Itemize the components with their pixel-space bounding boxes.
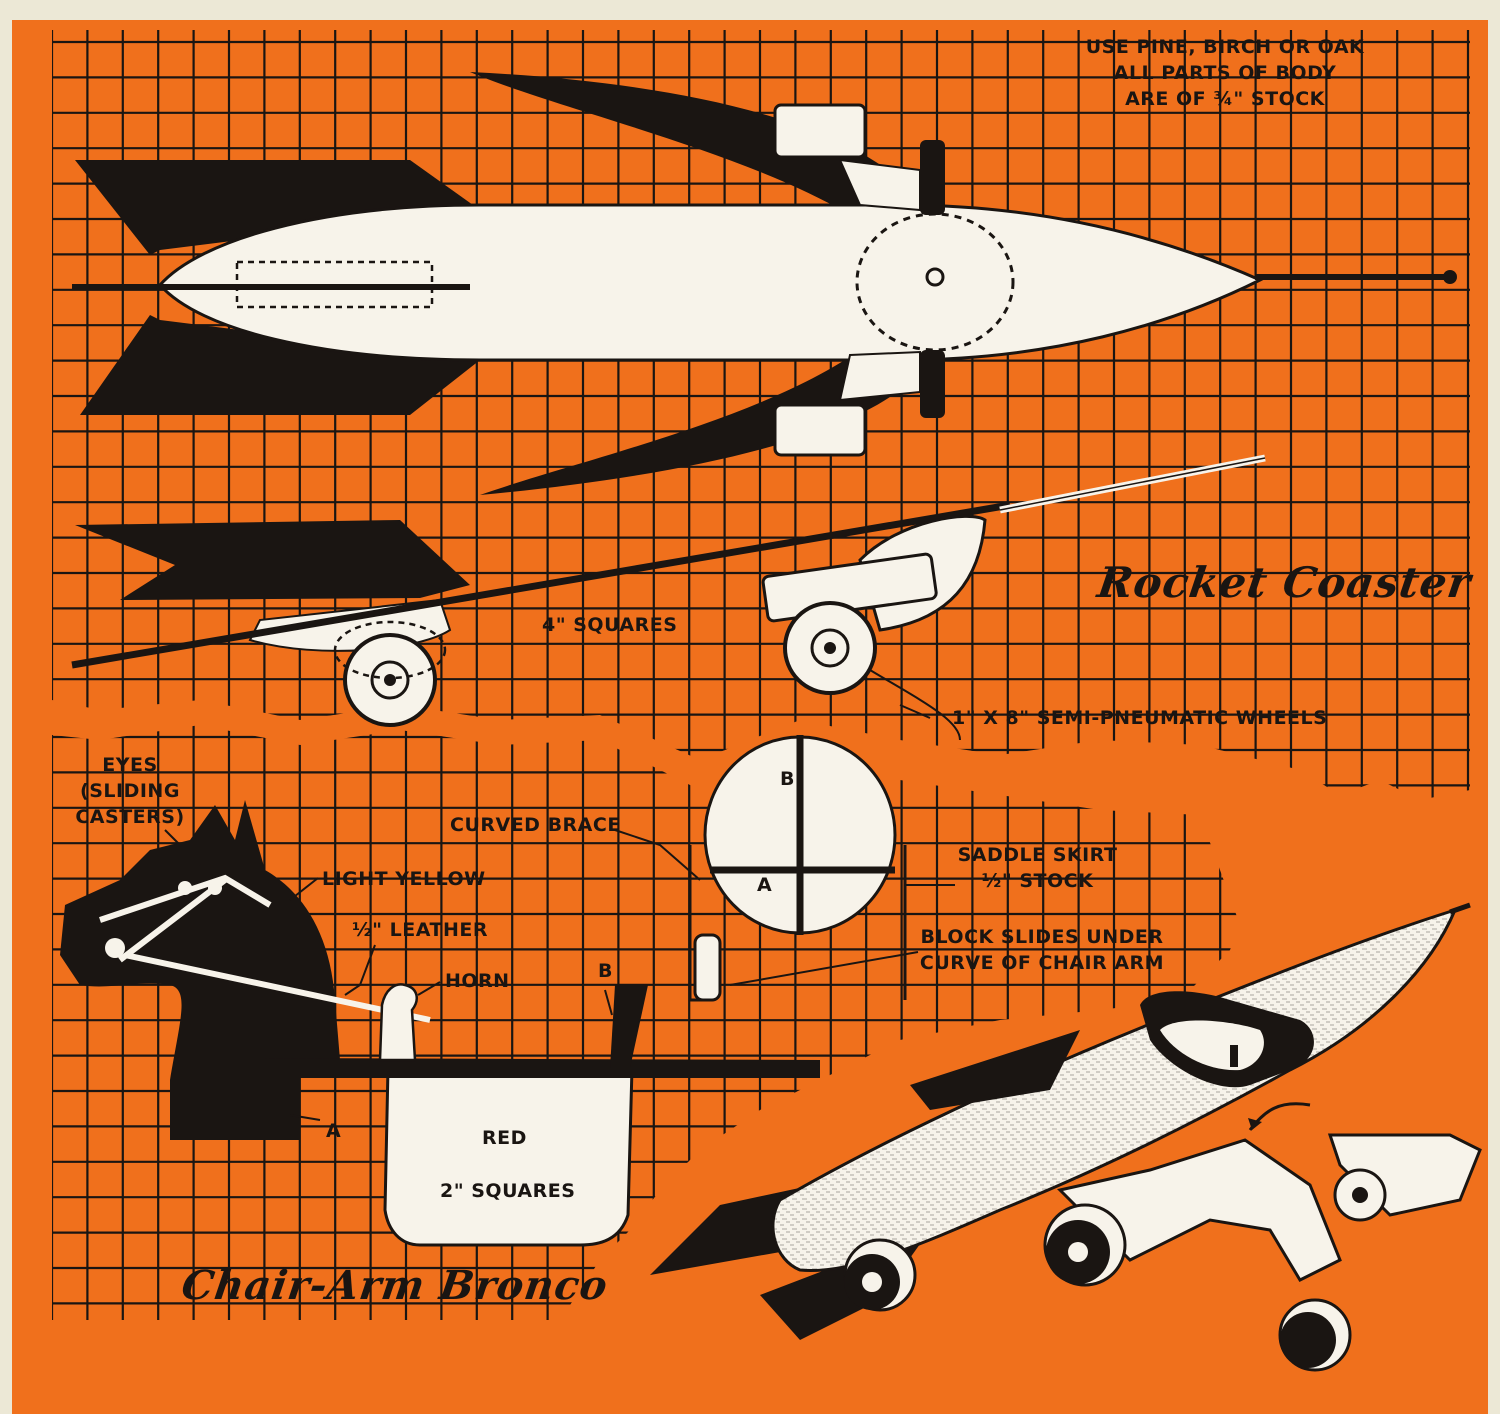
rocket-tail-fin-lower <box>80 315 480 415</box>
rocket-upper-fin <box>470 72 940 215</box>
rocket-body <box>157 203 1264 362</box>
wood-note-line: USE PINE, BIRCH OR OAK <box>1085 36 1365 58</box>
block-slides-label: BLOCK SLIDES UNDER CURVE OF CHAIR ARM <box>912 924 1172 976</box>
wheels-label: 1" X 8" SEMI-PNEUMATIC WHEELS <box>952 707 1328 729</box>
saddle-seat <box>383 1066 634 1247</box>
saddle-skirt-label: SADDLE SKIRT ½" STOCK <box>950 842 1125 894</box>
bronco-side-view <box>60 800 820 1247</box>
block-slides-line: CURVE OF CHAIR ARM <box>919 952 1165 974</box>
rocket-grid-label: 4" SQUARES <box>542 614 678 636</box>
rocket-tail-fin-upper <box>75 160 480 255</box>
curved-brace-label: CURVED BRACE <box>450 814 621 836</box>
wood-note-line: ALL PARTS OF BODY <box>1113 62 1337 84</box>
part-a-label: A <box>326 1120 342 1142</box>
saddle-skirt-line: ½" STOCK <box>981 870 1094 892</box>
block-slides-line: BLOCK SLIDES UNDER <box>920 926 1164 948</box>
eyes-label: EYES (SLIDING CASTERS) <box>70 752 190 830</box>
wood-note: USE PINE, BIRCH OR OAK ALL PARTS OF BODY… <box>1075 34 1375 112</box>
red-label: RED <box>482 1127 527 1149</box>
leader-lines <box>164 704 955 1121</box>
bronco-grid-label: 2" SQUARES <box>440 1180 576 1202</box>
part-b-label: B <box>598 960 613 982</box>
rocket-top-view <box>72 72 1457 495</box>
eyes-label-line: (SLIDING <box>80 780 180 802</box>
rocket-side-tail-fin <box>75 520 470 600</box>
wood-note-line: ARE OF ¾" STOCK <box>1125 88 1325 110</box>
leather-label: ½" LEATHER <box>352 919 488 941</box>
saddle-front-view <box>688 735 907 1002</box>
eyes-label-line: EYES <box>102 754 158 776</box>
front-view-part-a: A <box>757 874 773 896</box>
horn-label: HORN <box>445 970 510 992</box>
rocket-coaster-title: Rocket Coaster <box>1094 558 1475 607</box>
saddle-skirt-line: SADDLE SKIRT <box>957 844 1118 866</box>
rocket-lower-fin <box>480 350 940 495</box>
rocket-perspective-view <box>650 902 1482 1372</box>
rocket-side-view <box>71 454 1266 741</box>
light-yellow-label: LIGHT YELLOW <box>322 868 486 890</box>
chair-arm-bronco-title: Chair-Arm Bronco <box>178 1262 612 1309</box>
front-view-part-b: B <box>780 768 795 790</box>
eyes-label-line: CASTERS) <box>75 806 185 828</box>
